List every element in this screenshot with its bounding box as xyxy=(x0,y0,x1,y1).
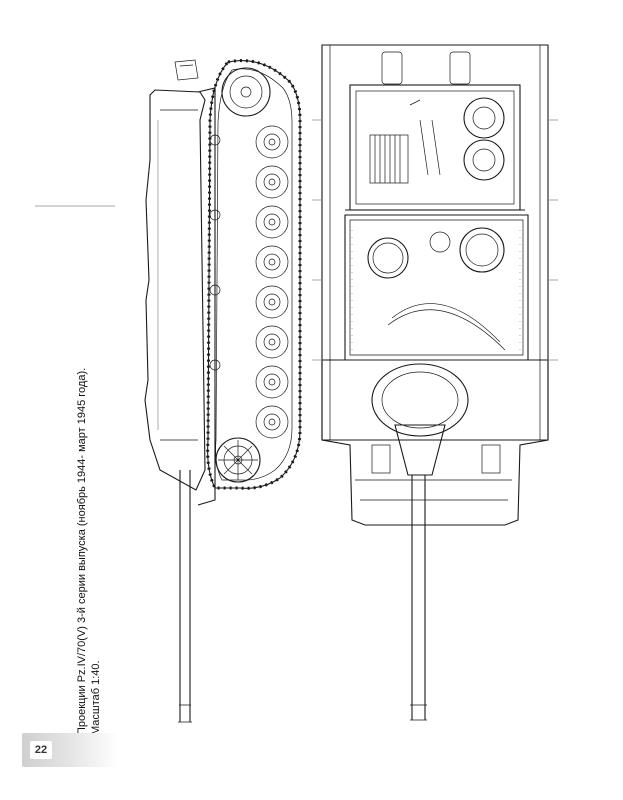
side-view xyxy=(35,59,302,723)
caption-scale: Масштаб 1:40. xyxy=(90,660,102,735)
top-view xyxy=(312,44,558,721)
figure-caption: Проекции Pz.IV/70(V) 3-й серии выпуска (… xyxy=(75,367,103,735)
page-number-tab: 22 xyxy=(22,733,118,767)
caption-title: Проекции Pz.IV/70(V) 3-й серии выпуска (… xyxy=(76,367,88,735)
page-number: 22 xyxy=(30,741,52,759)
